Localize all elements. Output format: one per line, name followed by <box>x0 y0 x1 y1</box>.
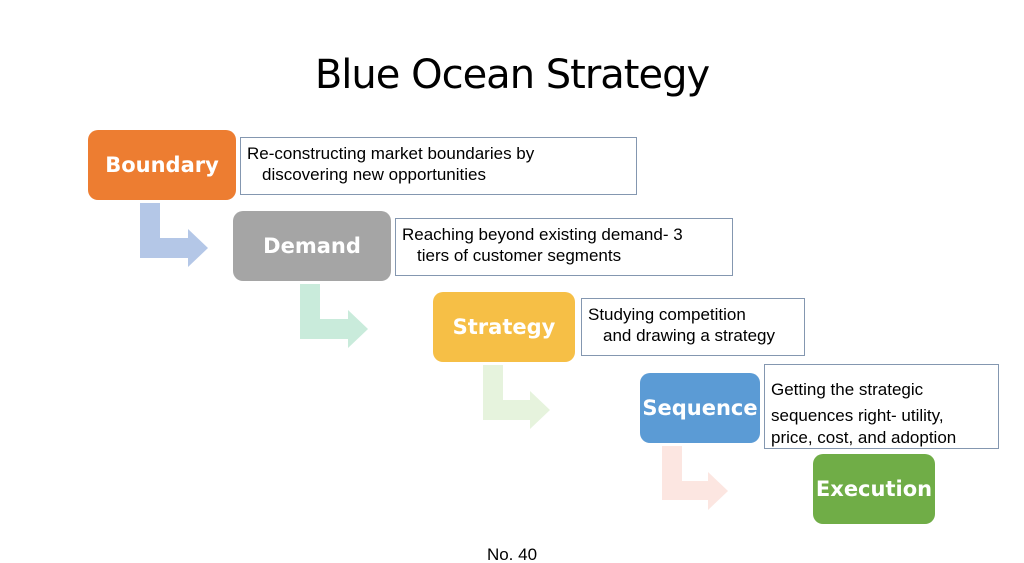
bent-arrow-icon <box>662 446 728 510</box>
desc-line: Reaching beyond existing demand- 3 <box>402 225 683 244</box>
desc-line: Getting the strategic <box>771 380 924 399</box>
step-demand: Demand <box>233 211 391 281</box>
step-boundary: Boundary <box>88 130 236 200</box>
step-execution: Execution <box>813 454 935 524</box>
slide-title: Blue Ocean Strategy <box>314 52 710 98</box>
desc-line: Studying competition <box>588 305 746 324</box>
desc-line: discovering new opportunities <box>262 165 486 184</box>
desc-line: Re-constructing market boundaries by <box>247 144 535 163</box>
bent-arrow-icon <box>300 284 368 348</box>
bent-arrow-icon <box>140 203 208 267</box>
strategy-description: Studying competition and drawing a strat… <box>581 298 805 356</box>
bent-arrow-icon <box>483 365 550 429</box>
desc-line: sequences right- utility, <box>771 406 944 425</box>
desc-line: price, cost, and adoption <box>771 428 957 447</box>
desc-line: tiers of customer segments <box>417 246 622 265</box>
step-sequence: Sequence <box>640 373 760 443</box>
boundary-description: Re-constructing market boundaries by dis… <box>240 137 637 195</box>
desc-line: and drawing a strategy <box>603 326 775 345</box>
slide-number: No. 40 <box>486 545 538 563</box>
demand-description: Reaching beyond existing demand- 3 tiers… <box>395 218 733 276</box>
sequence-description: Getting the strategic sequences right- u… <box>764 364 999 449</box>
step-strategy: Strategy <box>433 292 575 362</box>
